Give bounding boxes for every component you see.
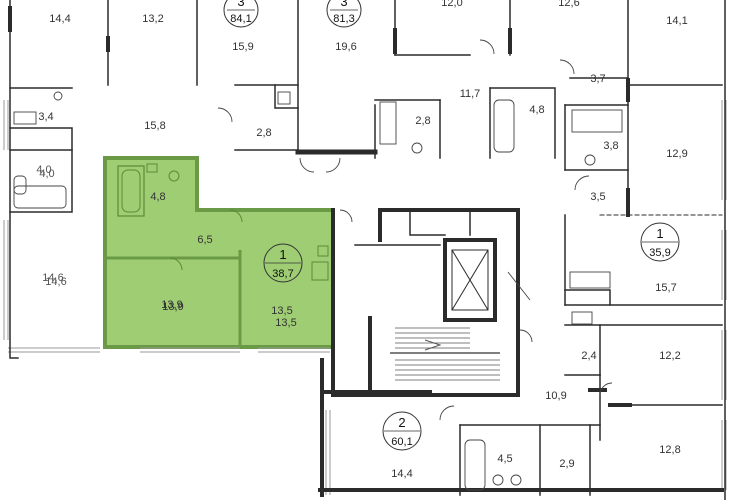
room-area-label: 4,0	[39, 168, 54, 180]
windows	[3, 100, 727, 495]
apartment-rooms-top-mid: 3	[237, 0, 244, 9]
room-area-label: 15,7	[655, 282, 676, 294]
apartment-rooms-bottom: 2	[398, 415, 405, 430]
room-area-label: 10,9	[545, 390, 566, 402]
apartment-badge-right[interactable]: 1 35,9	[640, 222, 680, 262]
room-area-label: 12,9	[666, 148, 687, 160]
room-area-label: 14,4	[49, 13, 70, 25]
walls	[8, 0, 726, 500]
room-area-label: 12,6	[558, 0, 579, 9]
apartment-badge-selected[interactable]: 1 38,7	[263, 243, 303, 283]
room-area-label: 19,6	[335, 41, 356, 53]
room-area-label: 4,8	[150, 191, 165, 203]
elevator-shaft	[451, 249, 489, 311]
room-area-label: 4,5	[497, 453, 512, 465]
apartment-area-bottom: 60,1	[391, 436, 412, 448]
room-area-label: 3,5	[590, 191, 605, 203]
apartment-area-selected: 38,7	[272, 268, 293, 280]
room-area-label: 12,0	[441, 0, 462, 9]
room-area-label: 2,4	[581, 350, 596, 362]
room-area-label: 15,9	[232, 41, 253, 53]
room-area-label: 13,9	[162, 301, 183, 313]
room-area-label: 14,6	[45, 276, 66, 288]
room-area-label: 14,4	[391, 468, 412, 480]
apartment-badge-top-right[interactable]: 3 81,3	[326, 0, 362, 28]
room-area-label: 12,2	[659, 350, 680, 362]
apartment-area-right: 35,9	[649, 247, 670, 259]
room-area-label: 2,8	[256, 127, 271, 139]
room-area-label: 12,8	[659, 444, 680, 456]
room-area-label: 3,7	[590, 73, 605, 85]
apartment-rooms-selected: 1	[279, 247, 286, 262]
apartment-area-top-mid: 84,1	[230, 13, 251, 25]
room-labels: 14,4 13,2 15,9 19,6 12,0 12,6 14,1 3,4 1…	[36, 0, 687, 480]
apartment-area-top-right: 81,3	[333, 13, 354, 25]
apartment-rooms-top-right: 3	[340, 0, 347, 9]
room-area-label: 13,5	[275, 317, 296, 329]
room-area-label: 11,7	[460, 88, 481, 100]
fixtures	[13, 39, 623, 491]
room-area-label: 14,6	[42, 272, 63, 284]
room-area-label: 3,8	[603, 140, 618, 152]
room-area-label: 13,5	[271, 305, 292, 317]
room-area-label: 2,9	[559, 458, 574, 470]
room-area-label: 3,4	[38, 111, 53, 123]
room-area-label: 13,9	[161, 299, 182, 311]
staircase	[390, 327, 500, 381]
apartment-badge-bottom[interactable]: 2 60,1	[382, 411, 422, 451]
room-area-label: 2,8	[415, 115, 430, 127]
room-area-label: 4,8	[529, 104, 544, 116]
room-area-label: 4,0	[36, 164, 51, 176]
apartment-badge-top-mid[interactable]: 3 84,1	[223, 0, 259, 28]
room-area-label: 6,5	[197, 234, 212, 246]
room-area-label: 15,8	[144, 120, 165, 132]
room-area-label: 13,2	[142, 13, 163, 25]
room-area-label: 14,1	[666, 15, 687, 27]
apartment-rooms-right: 1	[656, 226, 663, 241]
